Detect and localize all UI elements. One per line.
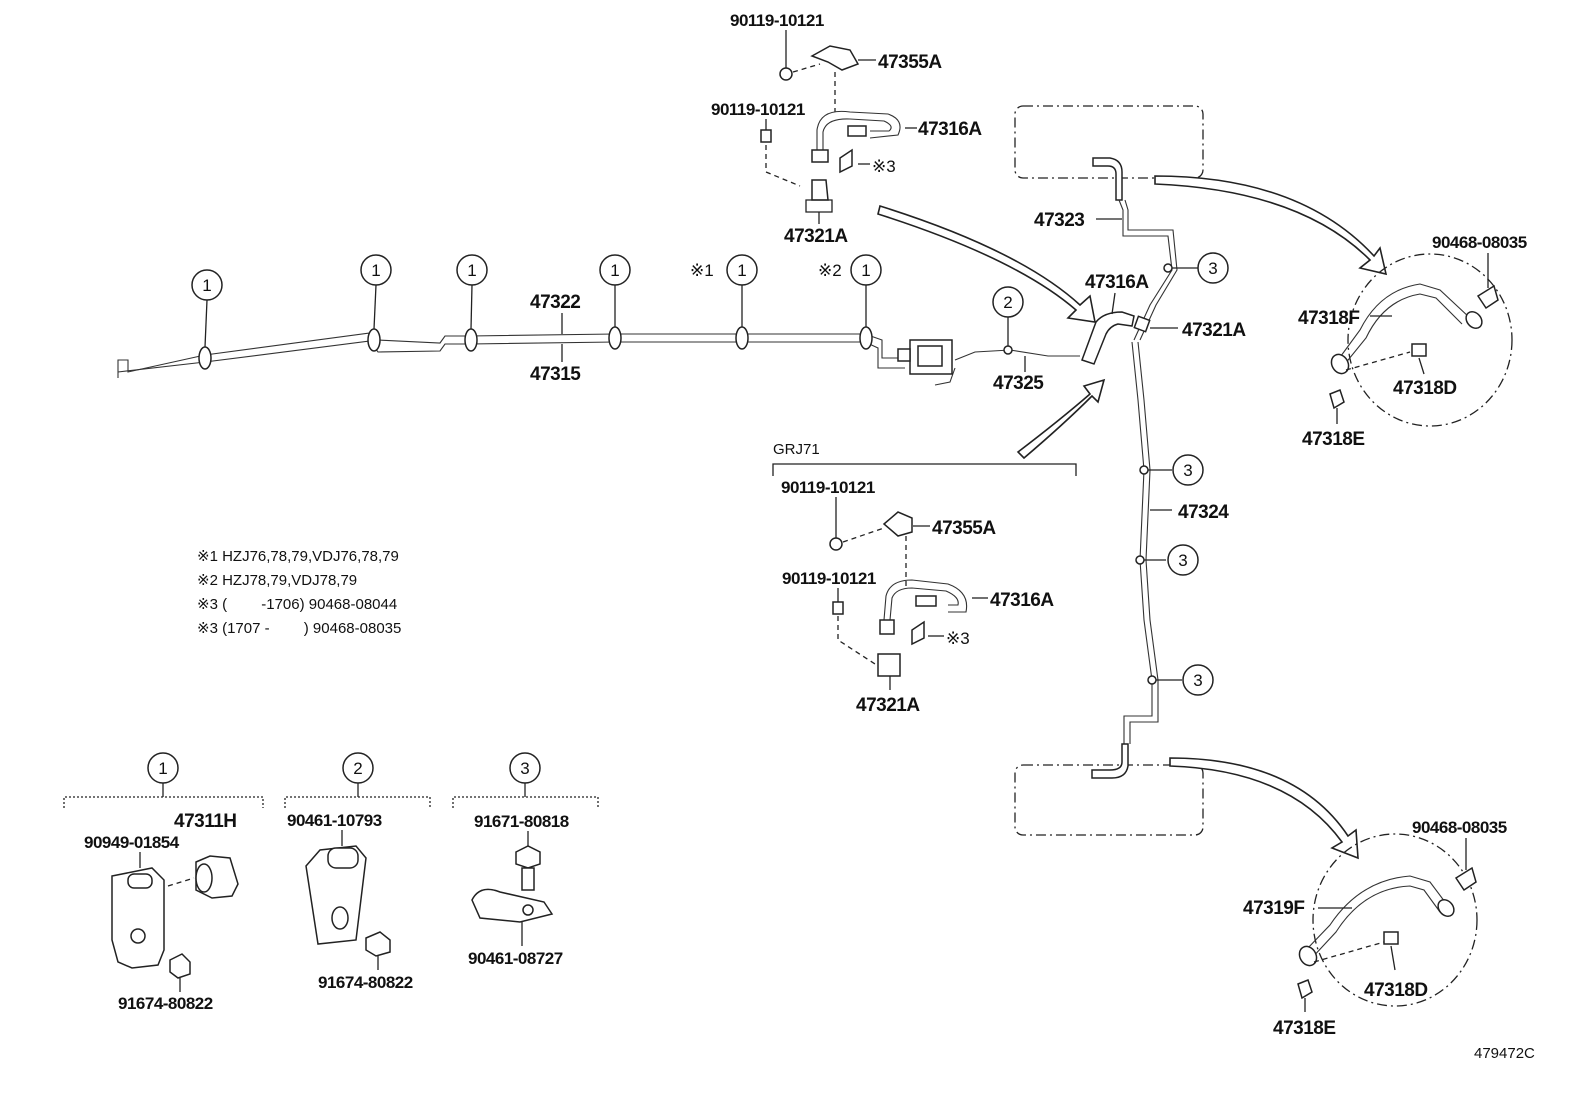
callout-number: 3 xyxy=(1178,551,1187,570)
top-hose-assembly: 90119-10121 47355A 90119-10121 47316A ※3… xyxy=(711,11,983,247)
note-line: ※1 HZJ76,78,79,VDJ76,78,79 xyxy=(197,548,399,565)
part-number: 91674-80822 xyxy=(318,973,413,992)
part-number: 47311H xyxy=(174,811,237,832)
flow-arrow xyxy=(1016,378,1106,460)
flow-arrow xyxy=(1169,757,1359,860)
callout-number: 1 xyxy=(610,261,619,280)
tube-part-numbers: 47322 47315 47325 xyxy=(530,292,1045,394)
clip-mark xyxy=(735,326,749,350)
flow-arrow xyxy=(1154,175,1388,276)
callout-number: 1 xyxy=(467,261,476,280)
callout-number: 3 xyxy=(1183,461,1192,480)
note-line: ※2 HZJ78,79,VDJ78,79 xyxy=(197,572,357,589)
clip-mark xyxy=(608,326,622,350)
part-number: 47325 xyxy=(993,373,1044,394)
tube-clips xyxy=(198,326,873,370)
callout-mark: ※2 xyxy=(818,261,842,280)
part-number: 47321A xyxy=(856,695,920,716)
center-brake-tube: 47323 3 47316A 47321A 3 47324 3 3 xyxy=(1014,105,1247,836)
junction-block xyxy=(897,339,953,375)
notes-block: ※1 HZJ76,78,79,VDJ76,78,79 ※2 HZJ78,79,V… xyxy=(197,548,401,637)
part-number: 90461-10793 xyxy=(287,811,382,830)
part-number: 47321A xyxy=(784,226,848,247)
diagram-id: 479472C xyxy=(1474,1045,1535,1062)
rear-hose-detail-bottom: 90468-08035 47319F 47318D 47318E xyxy=(1243,818,1507,1039)
part-number: 90468-08035 xyxy=(1432,233,1527,252)
variant-label: GRJ71 xyxy=(773,441,820,458)
clamp-detail-2: 2 90461-10793 91674-80822 xyxy=(284,752,431,992)
callout-number: 3 xyxy=(1208,259,1217,278)
part-number: 90949-01854 xyxy=(84,833,180,852)
callout-number: 1 xyxy=(202,276,211,295)
part-number: 47318D xyxy=(1393,378,1457,399)
part-number: 47355A xyxy=(932,518,996,539)
part-number: 90119-10121 xyxy=(781,478,875,497)
part-number: 90461-08727 xyxy=(468,949,563,968)
main-tube-callouts: 1 1 1 1 ※1 1 ※2 1 2 xyxy=(191,254,1024,355)
part-number: 91671-80818 xyxy=(474,812,569,831)
part-number: 47322 xyxy=(530,292,580,313)
part-number: 90119-10121 xyxy=(711,100,805,119)
part-number: 47315 xyxy=(530,364,581,385)
clamp-detail-1: 1 47311H 90949-01854 91674-80822 xyxy=(63,752,264,1013)
rear-hose-detail-top: 90468-08035 47318F 47318D 47318E xyxy=(1298,233,1527,450)
part-number: 47318F xyxy=(1298,308,1359,329)
part-number: 90468-08035 xyxy=(1412,818,1507,837)
part-number: 47316A xyxy=(918,119,982,140)
callout-number: 1 xyxy=(371,261,380,280)
part-number: 47323 xyxy=(1034,210,1084,231)
clip-mark xyxy=(464,328,478,352)
callout-number: 1 xyxy=(861,261,870,280)
part-number: 47318E xyxy=(1302,429,1365,450)
callout-number: 3 xyxy=(1193,671,1202,690)
callout-number: 1 xyxy=(737,261,746,280)
note-ref: ※3 xyxy=(946,629,970,648)
clip-mark xyxy=(859,326,873,350)
grj71-assembly: GRJ71 90119-10121 47355A 90119-10121 473… xyxy=(772,441,1077,716)
clamp-detail-3: 3 91671-80818 90461-08727 xyxy=(452,752,599,968)
part-number: 90119-10121 xyxy=(782,569,876,588)
clip-mark xyxy=(198,346,212,370)
part-number: 47321A xyxy=(1182,320,1246,341)
part-number: 47355A xyxy=(878,52,942,73)
part-number: 90119-10121 xyxy=(730,11,824,30)
note-ref: ※3 xyxy=(872,157,896,176)
callout-number: 1 xyxy=(158,759,167,778)
clip-mark xyxy=(367,328,381,352)
part-number: 47318E xyxy=(1273,1018,1336,1039)
part-number: 47316A xyxy=(1085,272,1149,293)
part-number: 47318D xyxy=(1364,980,1428,1001)
part-number: 47316A xyxy=(990,590,1054,611)
part-number: 47324 xyxy=(1178,502,1229,523)
callout-number: 2 xyxy=(353,759,362,778)
part-number: 47319F xyxy=(1243,898,1304,919)
part-number: 91674-80822 xyxy=(118,994,213,1013)
note-line: ※3 (1707 - ) 90468-08035 xyxy=(197,620,401,637)
flow-arrow xyxy=(877,204,1096,323)
callout-mark: ※1 xyxy=(690,261,714,280)
callout-number: 2 xyxy=(1003,293,1012,312)
callout-number: 3 xyxy=(520,759,529,778)
note-line: ※3 ( -1706) 90468-08044 xyxy=(197,596,397,613)
